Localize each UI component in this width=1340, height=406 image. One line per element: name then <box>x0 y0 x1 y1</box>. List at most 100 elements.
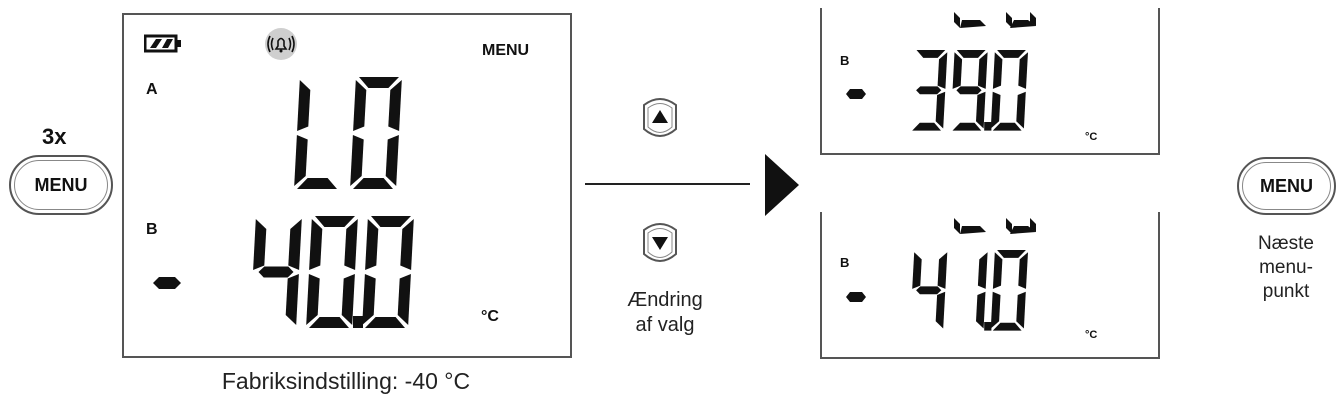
top-unit-label: °C <box>1085 131 1098 143</box>
lcd-segment <box>285 274 299 325</box>
lcd-segment <box>990 291 1001 329</box>
lcd-segment <box>1016 291 1026 329</box>
lcd-segment <box>992 122 1022 131</box>
next-caption-line1: Næste <box>1258 233 1314 254</box>
lcd-digit-0 <box>362 216 414 328</box>
lcd-segment <box>916 286 942 295</box>
bottom-unit-label: °C <box>1085 329 1098 341</box>
change-caption-line2: af valg <box>635 314 695 336</box>
main-lcd-display: MENU A B °C <box>122 13 572 358</box>
menu-indicator: MENU <box>482 42 530 59</box>
lcd-segment <box>388 80 402 131</box>
channel-b-label: B <box>146 221 158 238</box>
channel-a-label: A <box>146 81 158 98</box>
lcd-digit-0 <box>306 216 358 328</box>
lcd-segment <box>309 317 349 328</box>
change-caption-line1: Ændring <box>627 289 703 311</box>
lcd-segment <box>990 91 1001 129</box>
lcd-value-b <box>253 216 414 328</box>
lcd-segment <box>1016 91 1026 129</box>
lcd-digit-3 <box>912 50 948 131</box>
factory-default-caption: Fabriksindstilling: -40 °C <box>221 368 471 394</box>
lcd-segment <box>935 291 946 329</box>
up-arrow-button[interactable] <box>638 95 682 145</box>
lcd-segment <box>1018 252 1028 289</box>
lcd-segment <box>952 122 982 131</box>
lcd-segment <box>992 322 1022 331</box>
down-arrow-button[interactable] <box>638 220 682 270</box>
lcd-segment <box>353 178 393 189</box>
lcd-segment <box>353 80 367 131</box>
top-lcd-display: B °C <box>820 8 1160 155</box>
repeat-count: 3x <box>42 124 67 149</box>
lcd-segment <box>359 77 399 88</box>
lcd-segment <box>341 274 355 325</box>
lcd-segment <box>297 178 337 189</box>
lcd-segment <box>976 291 986 329</box>
up-arrow-icon <box>652 110 668 123</box>
lcd-digit-L <box>294 80 337 189</box>
right-triangle-arrow-icon <box>765 154 799 216</box>
menu-button-left-label: MENU <box>14 160 108 210</box>
lcd-segment <box>997 250 1026 258</box>
lcd-sign-b <box>153 277 181 289</box>
lcd-segment <box>992 52 1003 89</box>
lcd-decimal-point <box>353 316 363 328</box>
lcd-segment <box>992 252 1003 289</box>
lcd-segment <box>937 252 948 289</box>
lcd-segment <box>977 52 988 89</box>
menu-button-right-label: MENU <box>1242 162 1331 210</box>
lcd-digit-4 <box>253 219 302 325</box>
lcd-segment <box>397 274 411 325</box>
next-caption-line2: menu- <box>1259 257 1313 278</box>
lcd-segment <box>977 252 988 289</box>
lcd-segment <box>385 135 399 186</box>
next-menu-caption: Næste menu- punkt <box>1236 232 1336 304</box>
lcd-segment <box>952 52 963 89</box>
lcd-segment <box>297 80 311 131</box>
lcd-digit-0 <box>990 50 1028 131</box>
lcd-segment <box>362 274 376 325</box>
lcd-segment <box>912 122 941 131</box>
lcd-segment <box>306 274 320 325</box>
battery-icon <box>144 34 181 53</box>
top-channel-b-label: B <box>840 53 850 68</box>
lcd-segment <box>294 135 308 186</box>
lcd-segment <box>400 219 414 270</box>
lcd-segment <box>916 86 942 95</box>
lcd-decimal-point <box>984 122 992 131</box>
top-sign-b <box>846 89 866 99</box>
menu-button-right[interactable]: MENU <box>1237 157 1336 215</box>
lcd-decimal-point <box>984 322 992 331</box>
divider-line <box>585 183 750 185</box>
lcd-segment <box>253 219 267 270</box>
lcd-segment <box>956 86 982 95</box>
lcd-segment <box>365 219 379 270</box>
lcd-segment <box>309 219 323 270</box>
lcd-segment <box>912 252 922 289</box>
lcd-segment <box>344 219 358 270</box>
lcd-segment <box>365 317 405 328</box>
next-caption-line3: punkt <box>1262 281 1310 302</box>
bottom-lcd-value <box>912 250 1028 331</box>
lcd-segment <box>1018 52 1028 89</box>
bottom-sign-b <box>846 292 866 302</box>
bottom-lcd-partial-digits <box>954 218 1036 234</box>
lcd-digit-0 <box>990 250 1028 331</box>
alarm-bell-icon <box>265 28 297 60</box>
lcd-segment <box>350 135 364 186</box>
lcd-digit-O <box>350 77 402 189</box>
lcd-segment <box>315 216 355 227</box>
top-lcd-value <box>912 50 1028 131</box>
menu-button-left[interactable]: MENU <box>9 155 113 215</box>
bottom-lcd-display: B °C <box>820 212 1160 359</box>
lcd-digit-4 <box>912 252 948 329</box>
change-caption: Ændring af valg <box>610 288 720 338</box>
bottom-channel-b-label: B <box>840 255 850 270</box>
lcd-segment <box>956 50 986 58</box>
lcd-digit-9 <box>952 50 988 131</box>
lcd-digit-1 <box>976 252 988 329</box>
lcd-segment <box>371 216 411 227</box>
lcd-segment <box>916 50 946 58</box>
lcd-value-a <box>294 77 402 189</box>
